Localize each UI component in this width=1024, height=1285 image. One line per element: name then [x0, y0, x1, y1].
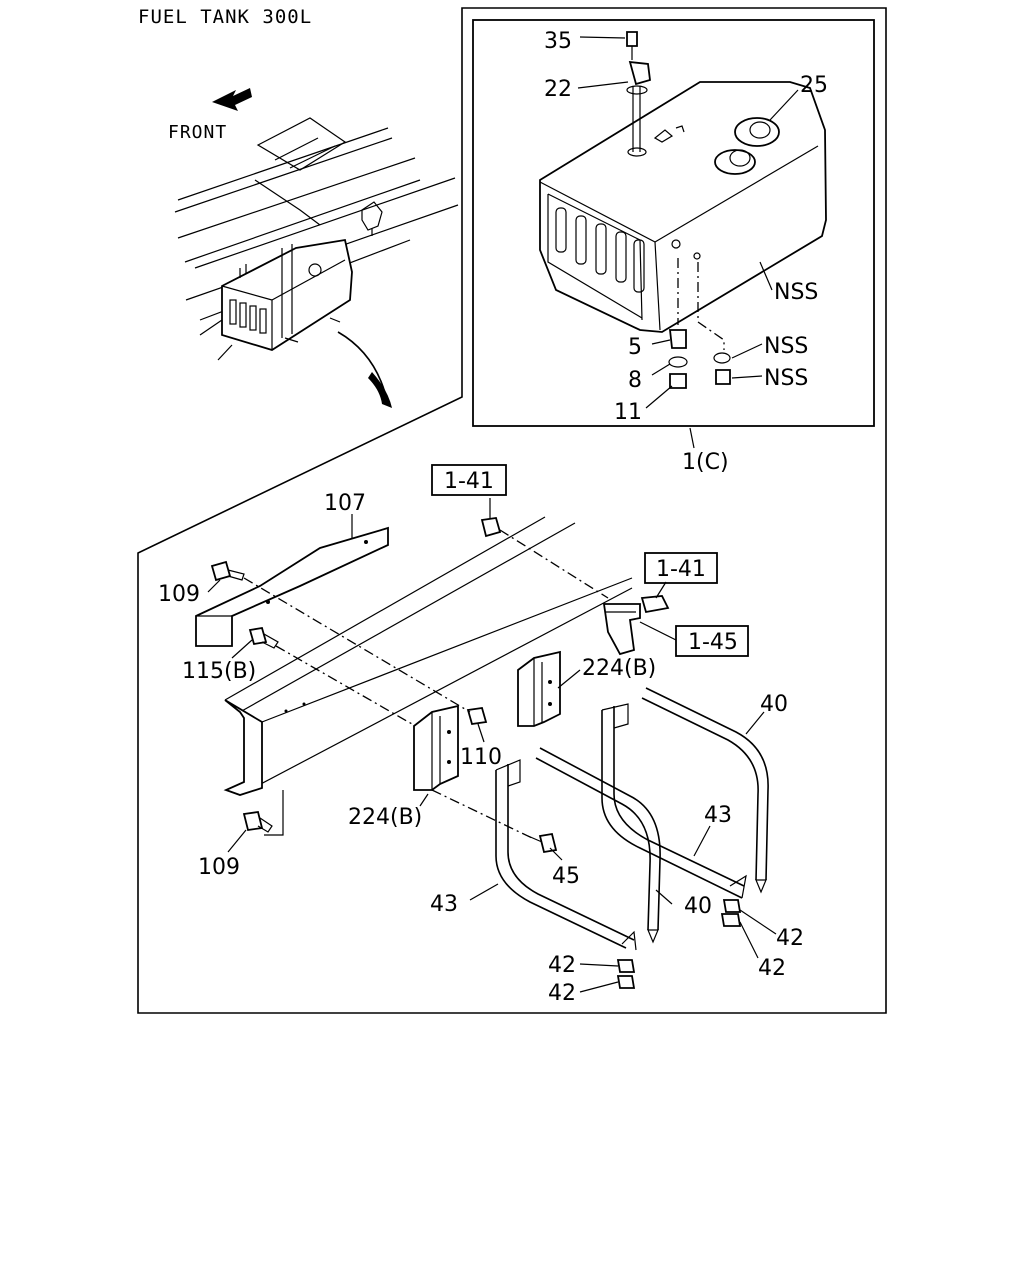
callout-40-left: 40	[684, 894, 712, 919]
fitting-1-45	[602, 595, 670, 656]
fuel-tank-body	[539, 81, 827, 333]
drain-plug-group	[668, 258, 731, 389]
callout-1c: 1(C)	[682, 450, 729, 475]
ref-1-41-b: 1-41	[656, 557, 706, 582]
frame-rail	[223, 516, 633, 836]
nut-1-41	[480, 516, 502, 538]
mini-fuel-tank	[221, 238, 392, 408]
callout-42-r2: 42	[758, 956, 786, 981]
bracket-107	[195, 526, 389, 647]
callout-109-bottom: 109	[198, 855, 240, 880]
callout-224b-right: 224(B)	[582, 656, 656, 681]
callout-40-right: 40	[760, 692, 788, 717]
callout-109-top: 109	[158, 582, 200, 607]
bolt-115b	[248, 626, 279, 649]
callout-11: 11	[614, 400, 642, 425]
bolt-109-bottom	[242, 810, 273, 833]
callout-22: 22	[544, 77, 572, 102]
callout-nss-washer: NSS	[764, 334, 808, 359]
front-label: FRONT	[168, 122, 227, 143]
ref-1-41-a: 1-41	[444, 469, 494, 494]
ref-box-1-45	[675, 625, 749, 657]
tank-leader-lines	[577, 36, 799, 449]
nut-110	[466, 706, 488, 726]
callout-5: 5	[628, 335, 642, 360]
bracket-224b-right	[517, 650, 561, 727]
callout-nss-tank: NSS	[774, 280, 818, 305]
callout-42-l1: 42	[548, 953, 576, 978]
callout-43-left: 43	[430, 892, 458, 917]
fuel-gauge-unit	[626, 31, 651, 157]
strap-40-left	[535, 747, 661, 944]
callout-25: 25	[800, 73, 828, 98]
callout-107: 107	[324, 491, 366, 516]
assembly-dash-lines	[243, 529, 609, 839]
vehicle-frame-overview	[174, 117, 459, 361]
ref-box-1-41-b	[644, 552, 718, 584]
callout-35: 35	[544, 29, 572, 54]
nuts-42-right	[720, 899, 742, 927]
strap-40-right	[641, 687, 769, 894]
outer-frame	[137, 7, 887, 1014]
callout-115b: 115(B)	[182, 659, 256, 684]
bolt-109-top	[210, 560, 245, 582]
callout-224b-left: 224(B)	[348, 805, 422, 830]
callout-42-l2: 42	[548, 981, 576, 1006]
bracket-224b-left	[413, 704, 459, 791]
ref-1-45: 1-45	[688, 630, 738, 655]
callout-110: 110	[460, 745, 502, 770]
strap-43-left	[495, 759, 637, 951]
diagram-title: FUEL TANK 300L	[138, 6, 312, 28]
front-arrow-icon	[212, 88, 252, 111]
callout-42-r1: 42	[776, 926, 804, 951]
strap-43-right	[601, 703, 747, 899]
callout-8: 8	[628, 368, 642, 393]
mount-leader-lines	[207, 498, 777, 993]
callout-nss-plug: NSS	[764, 366, 808, 391]
nuts-42-left	[616, 959, 636, 989]
ref-box-1-41-a	[431, 464, 507, 496]
callout-45: 45	[552, 864, 580, 889]
bolt-45	[527, 832, 558, 854]
callout-43-right: 43	[704, 803, 732, 828]
